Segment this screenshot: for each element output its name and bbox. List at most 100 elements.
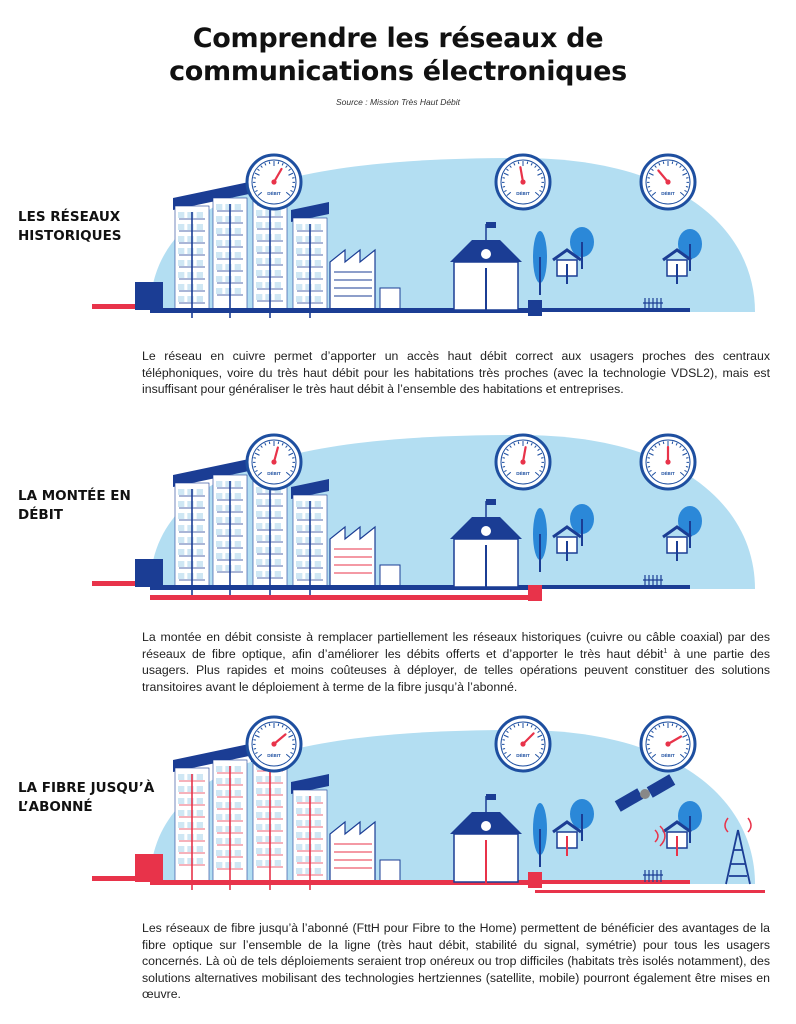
speed-gauge-icon: DÉBIT	[245, 715, 303, 773]
street-cabinet	[528, 872, 542, 888]
title-line-1: Comprendre les réseaux de	[192, 23, 604, 54]
house-icon	[662, 525, 692, 561]
panel-label-line-1: LA FIBRE JUSQU’À	[18, 780, 155, 796]
gauge-label: DÉBIT	[516, 189, 530, 196]
secondary-cable	[530, 880, 690, 884]
building	[173, 467, 211, 595]
building	[291, 774, 329, 890]
panel-label: LA MONTÉE EN DÉBIT	[18, 487, 131, 525]
source-credit: Source : Mission Très Haut Débit	[335, 97, 461, 107]
footnote-marker: 1	[663, 647, 668, 655]
building-roof	[173, 752, 211, 772]
building-roof	[291, 479, 329, 499]
tree-icon	[570, 504, 594, 546]
town-hall-icon	[450, 222, 522, 312]
gauge-label: DÉBIT	[267, 189, 281, 196]
gauge-label: DÉBIT	[267, 751, 281, 758]
speed-gauge-icon: DÉBIT	[639, 715, 697, 773]
building-roof	[291, 202, 329, 222]
building	[291, 202, 329, 318]
panel-label: LA FIBRE JUSQU’À L’ABONNÉ	[18, 779, 154, 817]
building-roof	[173, 190, 211, 210]
panel-fiber-to-home: DÉBIT DÉBIT DÉBIT LA FIBRE JUSQU’À L’ABONN…	[0, 712, 796, 1004]
page-title: Comprendre les réseaux de communications…	[0, 22, 796, 88]
speed-gauge-icon: DÉBIT	[639, 433, 697, 491]
street-cabinet	[528, 300, 542, 316]
street-cabinet	[528, 585, 542, 601]
building-roof	[211, 459, 249, 479]
cell-tower-icon	[724, 817, 752, 885]
panel-description-rest: à une partie des usagers. Plus rapides e…	[142, 646, 770, 694]
scene-speed-upgrade: DÉBIT DÉBIT DÉBIT	[92, 433, 755, 601]
tree-icon	[533, 803, 547, 867]
central-office-box	[135, 854, 163, 882]
building	[173, 190, 211, 318]
panel-description: La montée en débit consiste à remplacer …	[142, 629, 770, 695]
building	[291, 479, 329, 595]
building-roof	[211, 744, 249, 764]
main-cable	[150, 585, 530, 590]
building-roof	[173, 467, 211, 487]
factory-icon	[329, 820, 401, 883]
panel-description: Les réseaux de fibre jusqu’à l’abonné (F…	[142, 921, 770, 1001]
fence-icon	[643, 575, 663, 587]
incoming-fiber-cable	[92, 876, 140, 881]
panel-label: LES RÉSEAUX HISTORIQUES	[18, 208, 122, 246]
speed-gauge-icon: DÉBIT	[245, 153, 303, 211]
gauge-label: DÉBIT	[661, 751, 675, 758]
scene-historic: DÉBIT DÉBIT DÉBIT	[92, 153, 755, 318]
panel-speed-upgrade: DÉBIT DÉBIT DÉBIT LA MONTÉE EN DÉBIT La mo…	[0, 417, 796, 709]
building	[211, 459, 249, 595]
panel-label-line-2: HISTORIQUES	[18, 228, 122, 244]
incoming-fiber-cable	[92, 304, 140, 309]
satellite-icon	[614, 774, 676, 847]
speed-gauge-icon: DÉBIT	[639, 153, 697, 211]
gauge-label: DÉBIT	[661, 189, 675, 196]
building	[211, 182, 249, 318]
panel-label-line-2: DÉBIT	[18, 507, 63, 523]
gauge-label: DÉBIT	[516, 469, 530, 476]
tree-icon	[533, 231, 547, 295]
tree-icon	[533, 508, 547, 572]
gauge-label: DÉBIT	[516, 751, 530, 758]
speed-gauge-icon: DÉBIT	[494, 433, 552, 491]
fiber-extension	[535, 890, 765, 893]
scene-fiber-to-home: DÉBIT DÉBIT DÉBIT	[92, 715, 765, 893]
house-icon	[552, 525, 582, 561]
town-hall-icon	[450, 794, 522, 884]
speed-gauge-icon: DÉBIT	[494, 153, 552, 211]
speed-gauge-icon: DÉBIT	[245, 433, 303, 491]
house-icon	[662, 248, 692, 284]
building-roof	[211, 182, 249, 202]
panel-description-main: La montée en débit consiste à remplacer …	[142, 630, 770, 661]
secondary-cable	[530, 585, 690, 589]
secondary-cable	[530, 308, 690, 312]
fence-icon	[643, 870, 663, 882]
gauge-label: DÉBIT	[267, 469, 281, 476]
central-office-box	[135, 282, 163, 310]
house-icon	[552, 248, 582, 284]
panel-label-line-2: L’ABONNÉ	[18, 799, 93, 815]
building	[173, 752, 211, 890]
speed-gauge-icon: DÉBIT	[494, 715, 552, 773]
gauge-label: DÉBIT	[661, 469, 675, 476]
central-office-box	[135, 559, 163, 587]
fence-icon	[643, 298, 663, 310]
factory-icon	[329, 525, 401, 588]
main-cable	[150, 308, 530, 313]
panel-label-line-1: LA MONTÉE EN	[18, 488, 131, 504]
building-roof	[291, 774, 329, 794]
tree-icon	[570, 799, 594, 841]
factory-icon	[329, 248, 401, 311]
tree-icon	[570, 227, 594, 269]
house-icon	[662, 820, 692, 856]
upgrade-fiber-cable	[150, 595, 530, 600]
main-cable	[150, 880, 530, 885]
panel-description: Le réseau en cuivre permet d’apporter un…	[142, 349, 770, 396]
town-hall-icon	[450, 499, 522, 589]
incoming-fiber-cable	[92, 581, 140, 586]
house-icon	[552, 820, 582, 856]
building	[211, 744, 249, 890]
panel-label-line-1: LES RÉSEAUX	[18, 209, 121, 225]
